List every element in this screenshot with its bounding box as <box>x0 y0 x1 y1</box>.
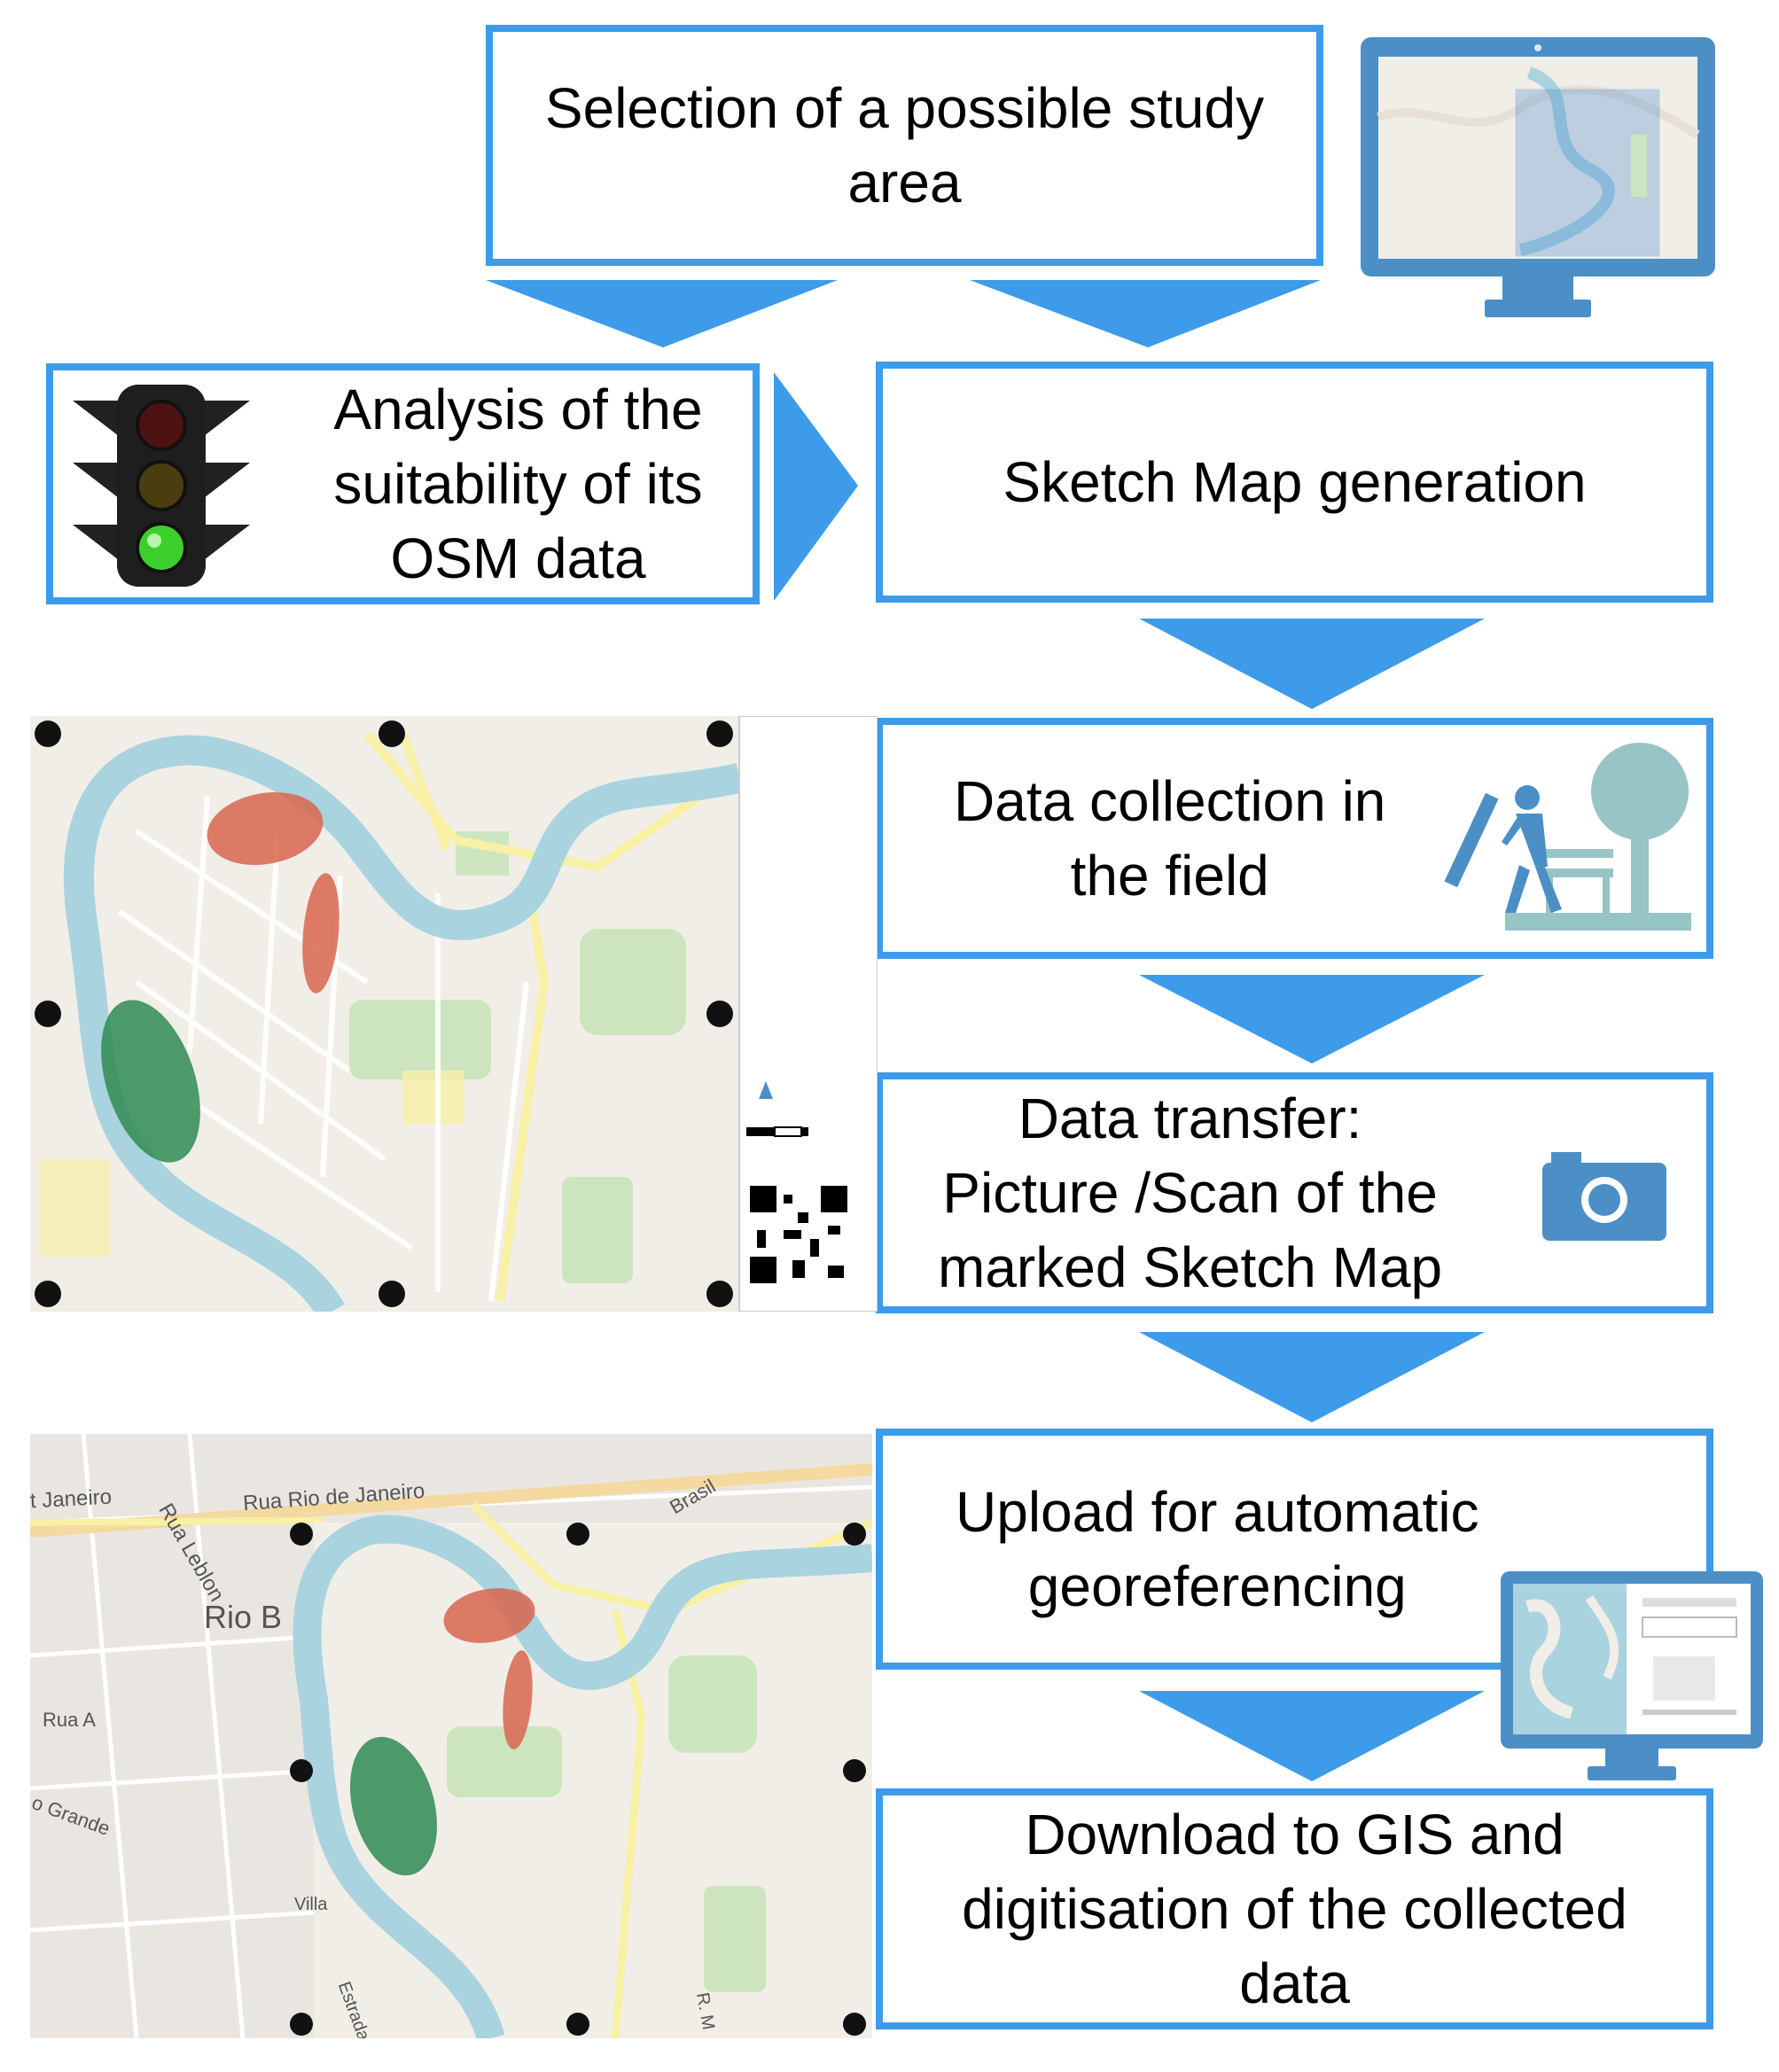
arrow-down-1a <box>486 280 838 347</box>
walking-person-icon <box>1502 785 1562 913</box>
map-label-8: Villa <box>294 1895 328 1914</box>
arrow-down-1b <box>970 280 1321 347</box>
step-study-area-selection: Selection of a possible study area <box>486 25 1323 266</box>
arrow-down-6 <box>1139 1691 1485 1781</box>
red-zone-1-georef <box>443 1588 535 1643</box>
step-upload-georeferencing-label: Upload for automatic georeferencing <box>956 1480 1479 1618</box>
globe-icon <box>35 721 733 1307</box>
georeferencing-monitor-icon <box>1501 1571 1763 1780</box>
map-label-5: Rio B <box>204 1599 283 1635</box>
sketch-map-field <box>30 715 878 1320</box>
pen-icon <box>1444 792 1499 888</box>
step-data-collection-label: Data collection in the field <box>954 769 1386 907</box>
camera-icon <box>1542 1152 1666 1241</box>
red-zone-2 <box>302 873 339 993</box>
monitor-icon <box>1361 37 1715 317</box>
field-collection-icon <box>1444 743 1691 931</box>
step-sketch-map-generation-label: Sketch Map generation <box>1003 450 1587 514</box>
arrow-down-4 <box>1139 975 1485 1063</box>
globe-icon <box>290 1523 866 2036</box>
step-study-area-selection-label: Selection of a possible study area <box>544 76 1265 214</box>
arrow-down-5 <box>1139 1332 1485 1422</box>
map-label-6: Rua A <box>43 1709 96 1731</box>
qr-code-icon <box>750 1186 847 1283</box>
compass-icon <box>759 1081 773 1099</box>
arrow-down-3 <box>1139 619 1485 709</box>
map-label-1: t Janeiro <box>30 1484 113 1514</box>
step-download-to-gis-label: Download to GIS and digitisation of the … <box>962 1803 1627 2015</box>
green-zone-georef <box>349 1736 438 1876</box>
red-zone-2-georef <box>503 1650 533 1749</box>
tree-icon <box>1591 743 1689 915</box>
traffic-light-icon <box>73 385 250 587</box>
step-osm-suitability-analysis: Analysis of the suitability of its OSM d… <box>46 363 760 604</box>
arrow-right-2 <box>774 372 858 601</box>
step-download-to-gis: Download to GIS and digitisation of the … <box>876 1788 1713 2029</box>
green-zone <box>101 1000 200 1163</box>
step-osm-suitability-analysis-label: Analysis of the suitability of its OSM d… <box>333 378 703 590</box>
red-zone-1 <box>207 791 324 866</box>
step-sketch-map-generation: Sketch Map generation <box>876 362 1713 603</box>
step-data-transfer-label: Data transfer: Picture /Scan of the mark… <box>938 1087 1443 1299</box>
georeferenced-map: t Janeiro Rua Rio de Janeiro Brasil Rua … <box>30 1434 872 2038</box>
